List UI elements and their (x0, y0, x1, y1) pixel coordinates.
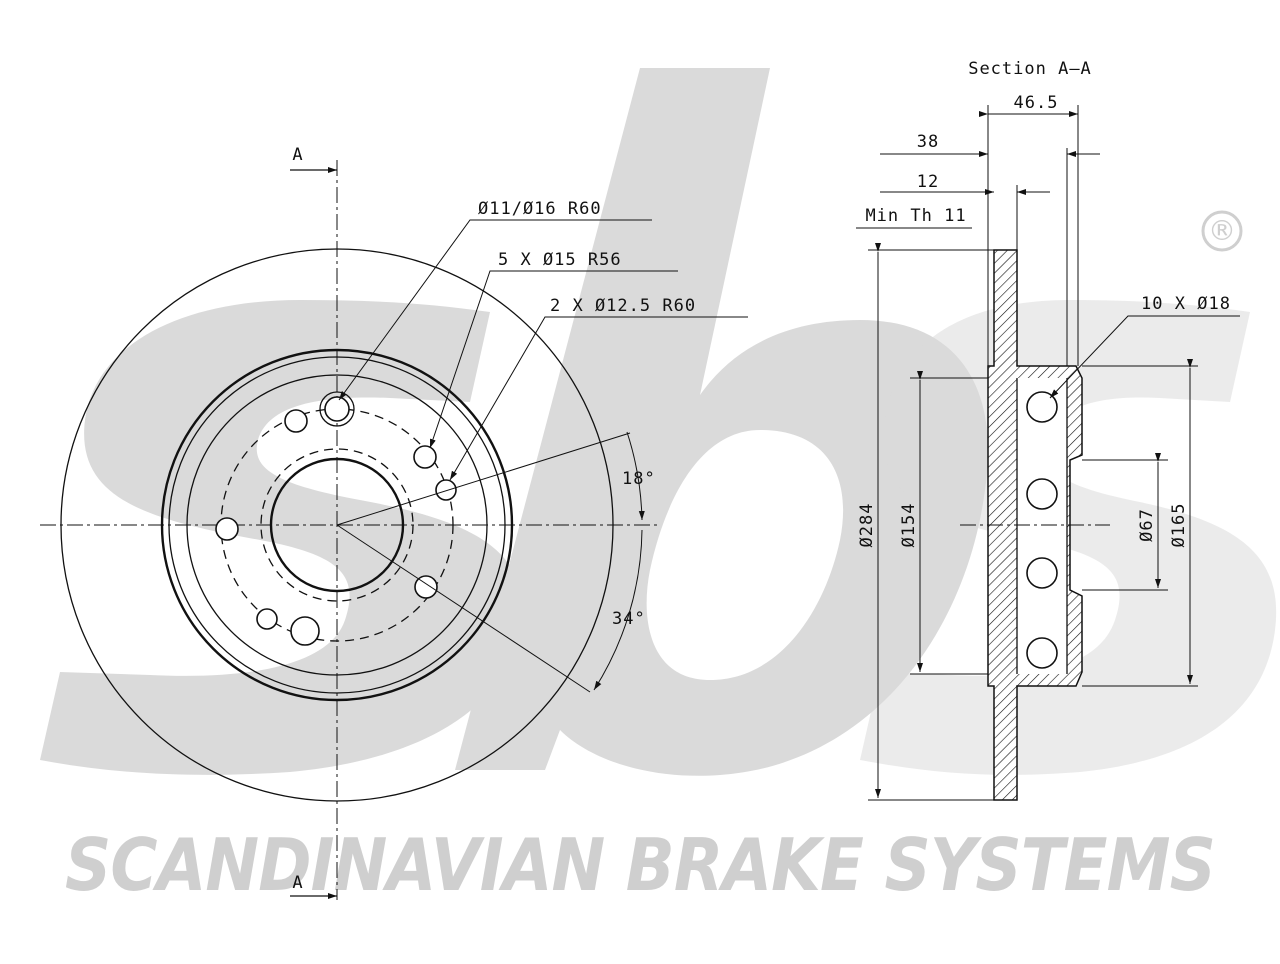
hole-a-inner (324, 396, 350, 422)
section-view (856, 105, 1240, 801)
label-angle-34: 34° (612, 609, 646, 629)
dim-width-38: 38 (917, 132, 939, 152)
bore-hidden (260, 448, 414, 602)
hat-outer-edge (160, 348, 514, 702)
center-bore (269, 457, 405, 593)
angle-arc-18 (626, 431, 645, 521)
vent-hole-4 (1026, 637, 1058, 669)
dim-overall-width: 46.5 (1014, 93, 1059, 113)
angle-ray-34 (336, 524, 591, 693)
leader-bolt-holes (429, 270, 678, 449)
hat-hollow (1017, 378, 1067, 674)
registered-mark-ring (1201, 210, 1243, 252)
bolt-hole-4 (414, 575, 438, 599)
section-marker-bottom: A (292, 873, 303, 893)
dim-hat-outer: Ø165 (1169, 503, 1189, 548)
small-hole-2 (256, 608, 278, 630)
brand-name-watermark: SCANDINAVIAN BRAKE SYSTEMS (65, 823, 1215, 907)
dim-width-12: 12 (917, 172, 939, 192)
label-hole-b: 2 X Ø12.5 R60 (550, 296, 696, 316)
leader-vent-holes (1049, 315, 1240, 399)
sbs-logo-watermark (40, 68, 1277, 776)
label-hole-a: Ø11/Ø16 R60 (478, 199, 602, 219)
registered-mark: ® (1208, 214, 1236, 247)
section-marker-top: A (292, 145, 303, 165)
vent-hole-2 (1026, 478, 1058, 510)
dim-hat-diameter: Ø154 (899, 503, 919, 548)
dim-min-thickness: Min Th 11 (865, 206, 966, 226)
leader-hole-b (449, 316, 748, 481)
small-hole-1 (435, 479, 457, 501)
angle-ray-18 (336, 432, 631, 526)
vent-hole-1 (1026, 391, 1058, 423)
hat-inner-edge (168, 356, 506, 694)
bolt-hole-2 (413, 445, 437, 469)
label-angle-18: 18° (622, 469, 656, 489)
vent-hole-3 (1026, 557, 1058, 589)
dim-center-bore: Ø67 (1137, 508, 1157, 542)
angle-arc-34 (593, 529, 643, 691)
label-bolt-holes: 5 X Ø15 R56 (498, 250, 622, 270)
section-title: Section A–A (968, 59, 1092, 79)
dim-vent-holes: 10 X Ø18 (1141, 294, 1231, 314)
bolt-hole-5 (290, 616, 320, 646)
bolt-hole-1 (284, 409, 308, 433)
dim-outer-diameter: Ø284 (857, 503, 877, 548)
bolt-hole-3 (215, 517, 239, 541)
hat-face-edge (186, 374, 488, 676)
leader-hole-a (338, 219, 652, 401)
front-view (40, 160, 748, 900)
hole-a-counterbore (319, 391, 355, 427)
disc-outer-edge (60, 248, 614, 802)
